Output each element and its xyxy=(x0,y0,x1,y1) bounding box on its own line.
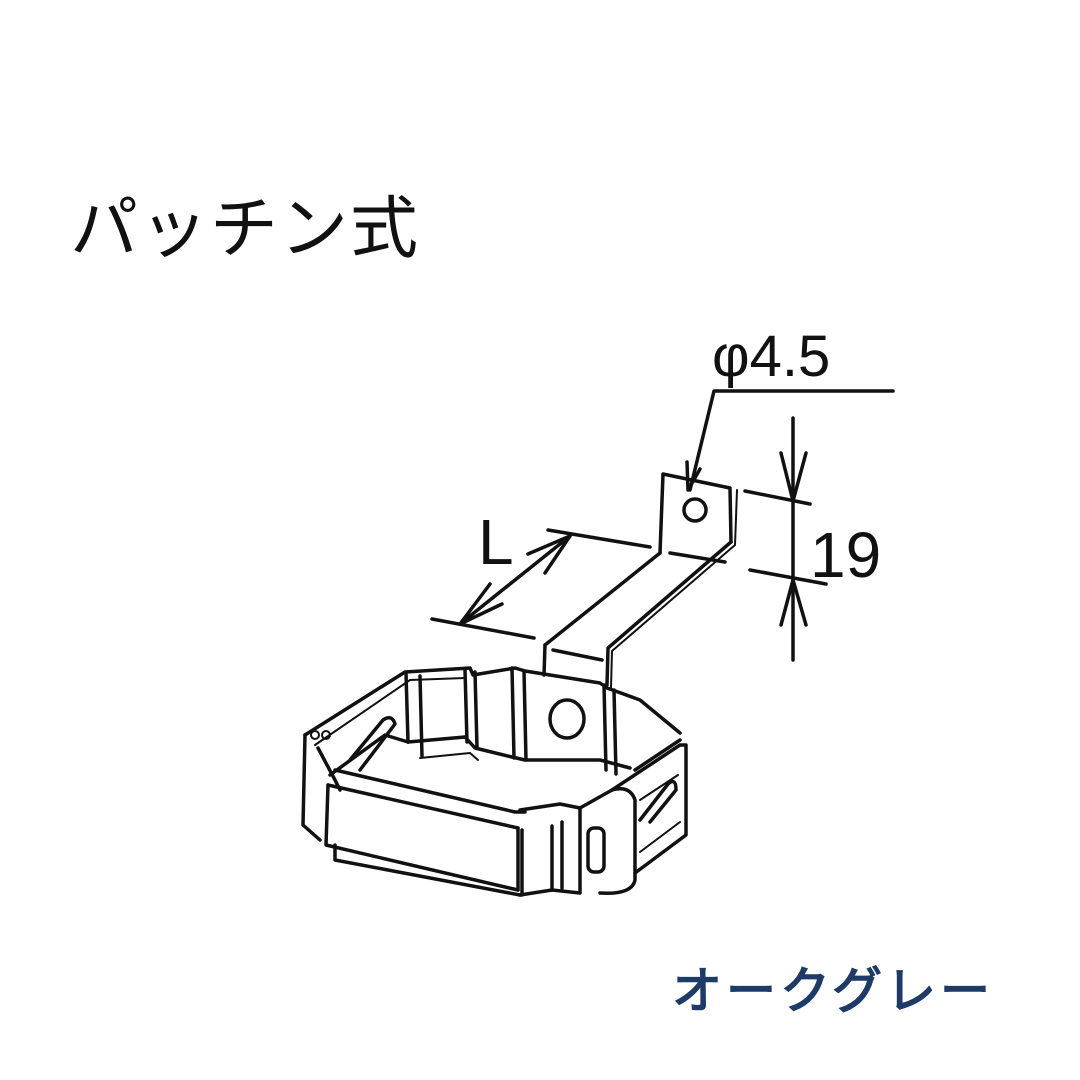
arm-length-label: L xyxy=(478,506,514,578)
arm-length-dimension: L xyxy=(430,506,652,640)
hole-diameter-dimension: φ4.5 xyxy=(685,324,895,492)
tab-height-dimension: 19 xyxy=(743,416,881,662)
bracket-arm xyxy=(542,472,738,689)
bracket-band xyxy=(301,666,688,897)
hole-diameter-label: φ4.5 xyxy=(712,324,830,389)
mount-type-title: パッチン式 xyxy=(70,190,421,269)
color-name-label: オークグレー xyxy=(672,962,994,1020)
tab-height-label: 19 xyxy=(810,519,881,591)
